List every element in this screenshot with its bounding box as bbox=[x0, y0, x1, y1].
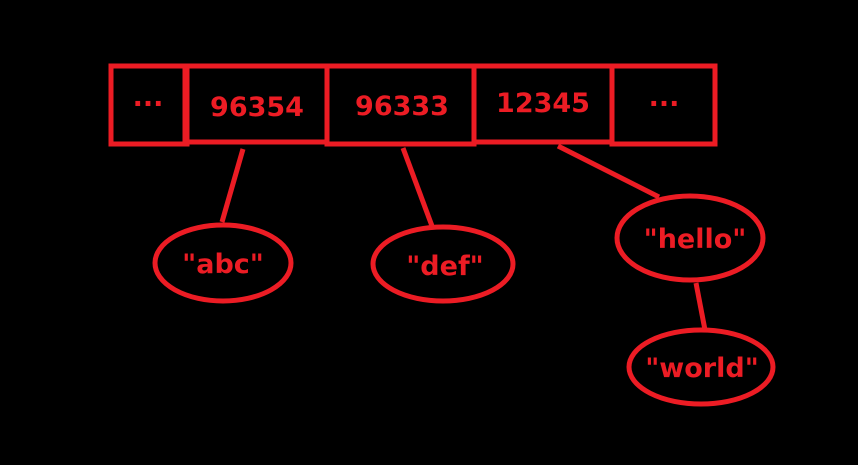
node-def: "def" bbox=[370, 224, 516, 304]
node-def-ellipse bbox=[370, 224, 516, 304]
link-hello-world bbox=[693, 282, 708, 331]
cell-label-96354: 96354 bbox=[210, 92, 304, 123]
node-world: "world" bbox=[626, 327, 776, 407]
link-96333-def bbox=[400, 147, 435, 227]
link-96354-abc bbox=[219, 148, 246, 223]
cell-label-12345: 12345 bbox=[496, 88, 590, 119]
node-def-label: "def" bbox=[406, 251, 484, 282]
array-cell-ellipsis-right bbox=[609, 63, 718, 147]
node-abc: "abc" bbox=[152, 222, 294, 304]
node-hello-ellipse bbox=[614, 193, 766, 283]
connectors bbox=[219, 143, 708, 331]
node-abc-ellipse bbox=[152, 222, 294, 304]
node-hello-label: "hello" bbox=[644, 224, 747, 255]
cell-label-ellipsis-right: ... bbox=[649, 82, 680, 113]
cell-label-ellipsis-left: ... bbox=[133, 82, 164, 113]
node-world-ellipse bbox=[626, 327, 776, 407]
link-12345-hello bbox=[556, 143, 661, 200]
node-world-label: "world" bbox=[645, 353, 759, 384]
node-abc-label: "abc" bbox=[182, 249, 264, 280]
array-row: ... 96354 96333 12345 ... bbox=[108, 63, 718, 147]
node-hello: "hello" bbox=[614, 193, 766, 283]
cell-label-96333: 96333 bbox=[355, 91, 449, 122]
